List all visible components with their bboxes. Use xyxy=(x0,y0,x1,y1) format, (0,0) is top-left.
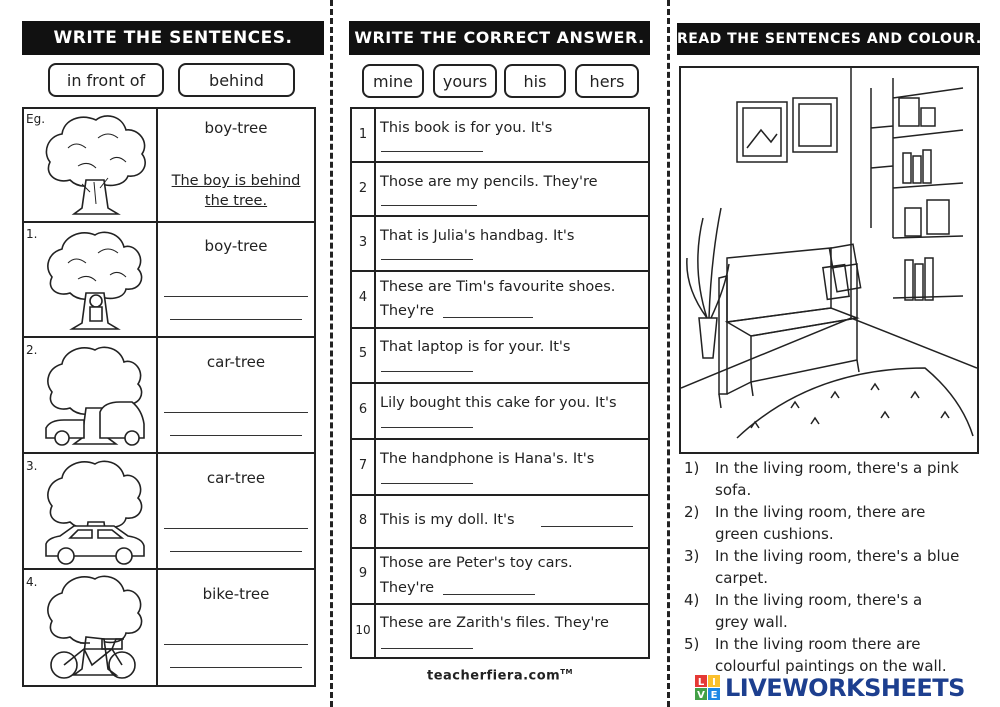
row-number: Eg. xyxy=(26,112,46,126)
question-text: Those are my pencils. They're xyxy=(380,174,598,190)
question-text: These are Tim's favourite shoes. xyxy=(380,279,616,295)
tree-car-illustration xyxy=(45,460,145,565)
question-number: 10 xyxy=(355,623,371,637)
column-divider-2 xyxy=(667,0,670,707)
question-text: Those are Peter's toy cars. xyxy=(380,555,573,571)
section-title-read-colour: READ THE SENTENCES AND COLOUR. xyxy=(677,23,981,55)
answer-blank[interactable] xyxy=(443,317,533,318)
answer-blank[interactable] xyxy=(541,526,633,527)
tree-boy-illustration xyxy=(45,115,146,215)
question-number: 7 xyxy=(358,458,368,473)
footer-trademark: TM xyxy=(560,668,573,676)
answer-blank[interactable] xyxy=(381,259,473,260)
liveworksheets-logo-icon: L I V E xyxy=(695,675,720,701)
section-title-correct-answer: WRITE THE CORRECT ANSWER. xyxy=(349,21,650,55)
logo-letter-l: L xyxy=(698,677,705,688)
question-number: 8 xyxy=(358,513,368,528)
question-text: Lily bought this cake for you. It's xyxy=(380,395,617,411)
question-text-line2: They're xyxy=(380,580,435,596)
question-text: This is my doll. It's xyxy=(380,512,515,528)
question-number: 9 xyxy=(358,566,368,581)
question-number: 3 xyxy=(358,235,368,250)
section-title-write-sentences: WRITE THE SENTENCES. xyxy=(22,21,324,55)
tree-boy-illustration xyxy=(47,231,143,330)
answer-line[interactable] xyxy=(170,319,302,320)
column-divider-1 xyxy=(330,0,333,707)
question-number: 5 xyxy=(358,346,368,361)
sentence-table xyxy=(22,107,316,687)
answer-line[interactable] xyxy=(164,644,308,645)
answer-line[interactable] xyxy=(164,296,308,297)
tree-bike-illustration xyxy=(47,575,143,679)
answer-line[interactable] xyxy=(170,435,302,436)
answer-blank[interactable] xyxy=(381,205,477,206)
liveworksheets-logo[interactable]: L I V E LIVEWORKSHEETS xyxy=(695,673,995,703)
answer-blank[interactable] xyxy=(381,151,483,152)
question-number: 1 xyxy=(358,127,368,142)
answer-blank[interactable] xyxy=(381,371,473,372)
logo-letter-i: I xyxy=(712,677,716,688)
question-text: These are Zarith's files. They're xyxy=(380,615,609,631)
answer-blank[interactable] xyxy=(381,483,473,484)
example-answer-line2: the tree. xyxy=(204,193,268,209)
tree-car-illustration xyxy=(45,346,145,446)
colour-instruction: 1)In the living room, there's a pink sof… xyxy=(684,459,959,499)
footer-credit: teacherfiera.comTM xyxy=(350,668,650,683)
question-text-line2: They're xyxy=(380,303,435,319)
word-option-behind: behind xyxy=(178,63,295,97)
answer-blank[interactable] xyxy=(443,594,535,595)
question-text: The handphone is Hana's. It's xyxy=(380,451,595,467)
answer-blank[interactable] xyxy=(381,648,473,649)
row-number: 3. xyxy=(26,459,38,473)
colour-instruction: 5)In the living room there are colourful… xyxy=(684,635,947,675)
living-room-illustration[interactable] xyxy=(681,68,977,452)
answer-blank[interactable] xyxy=(381,427,473,428)
word-option-mine: mine xyxy=(362,64,424,98)
question-text: That laptop is for your. It's xyxy=(380,339,571,355)
answer-line[interactable] xyxy=(170,551,302,552)
liveworksheets-wordmark: LIVEWORKSHEETS xyxy=(725,674,965,702)
logo-letter-e: E xyxy=(711,690,718,701)
question-text: That is Julia's handbag. It's xyxy=(380,228,575,244)
example-answer-line1: The boy is behind xyxy=(171,173,301,189)
answer-line[interactable] xyxy=(164,528,308,529)
word-pair-label: car-tree xyxy=(206,353,266,371)
word-option-his: his xyxy=(504,64,566,98)
logo-letter-v: V xyxy=(697,690,705,701)
word-option-in-front-of: in front of xyxy=(48,63,164,97)
word-pair-label: car-tree xyxy=(206,469,266,487)
colour-instruction: 2)In the living room, there are green cu… xyxy=(684,503,926,543)
question-text: This book is for you. It's xyxy=(380,120,553,136)
footer-site: teacherfiera.com xyxy=(427,668,561,684)
word-option-yours: yours xyxy=(433,64,497,98)
word-pair-label: boy-tree xyxy=(204,119,268,137)
row-number: 4. xyxy=(26,575,38,589)
colour-instruction: 3)In the living room, there's a blue car… xyxy=(684,547,960,587)
row-number: 2. xyxy=(26,343,38,357)
row-number: 1. xyxy=(26,227,38,241)
living-room-picture-frame xyxy=(679,66,979,454)
word-pair-label: boy-tree xyxy=(204,237,268,255)
word-option-hers: hers xyxy=(575,64,639,98)
colour-instruction: 4)In the living room, there's a grey wal… xyxy=(684,591,923,631)
answer-line[interactable] xyxy=(164,412,308,413)
word-pair-label: bike-tree xyxy=(202,585,270,603)
question-number: 4 xyxy=(358,290,368,305)
question-number: 2 xyxy=(358,181,368,196)
question-number: 6 xyxy=(358,402,368,417)
answer-line[interactable] xyxy=(170,667,302,668)
